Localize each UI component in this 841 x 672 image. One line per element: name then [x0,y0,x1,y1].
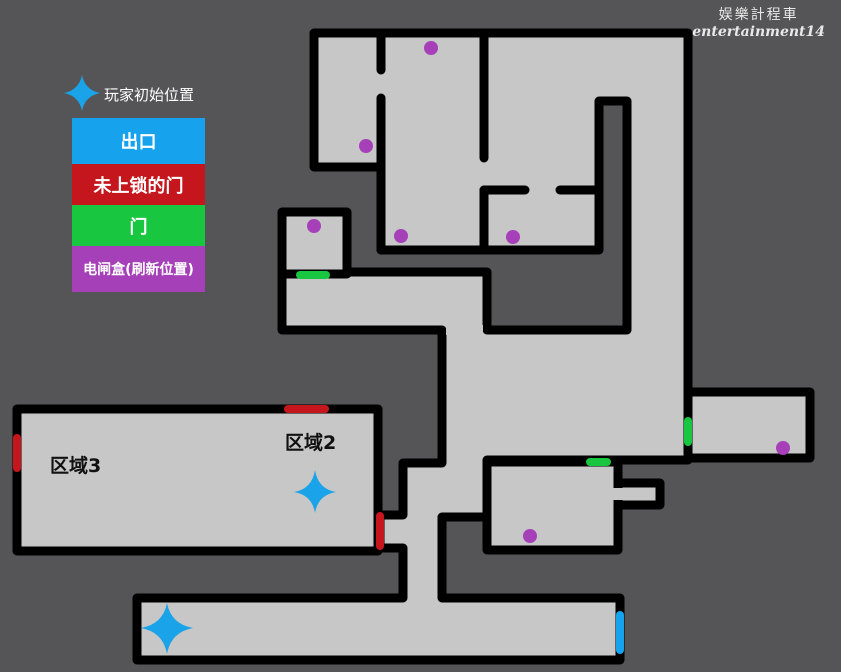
legend-label: 电闸盒(刷新位置) [83,262,194,278]
legend-fuse-box: 电闸盒(刷新位置) [72,246,205,292]
main-area [132,28,693,665]
fuse-box-marker [307,219,321,233]
fuse-box-marker [424,41,438,55]
corridor-opening [446,325,483,335]
legend-start-label: 玩家初始位置 [104,86,195,104]
legend-exit: 出口 [72,118,205,164]
fuse-box-marker [394,229,408,243]
legend-star-icon [64,75,100,111]
fuse-box-marker [359,139,373,153]
nook-opening [612,488,624,500]
fuse-box-marker [523,529,537,543]
legend-label: 未上锁的门 [93,175,184,197]
player-start-star-icon [294,470,336,513]
fuse-box-marker [506,230,520,244]
legend-label: 出口 [120,132,157,153]
watermark-title: 娱樂計程車 [718,7,799,23]
legend-door: 门 [72,205,205,246]
right-room [683,387,815,463]
fuse-box-marker [776,441,790,455]
zone3-label: 区域3 [50,455,102,477]
legend-label: 门 [129,216,148,238]
watermark-subtitle: entertainment14 [692,24,825,40]
legend-unlocked-door: 未上锁的门 [72,164,205,205]
zone2-label: 区域2 [285,432,337,454]
player-start-star-icon [141,603,193,654]
lower-room [482,457,623,555]
watermark: 娱樂計程車 entertainment14 [692,4,825,40]
